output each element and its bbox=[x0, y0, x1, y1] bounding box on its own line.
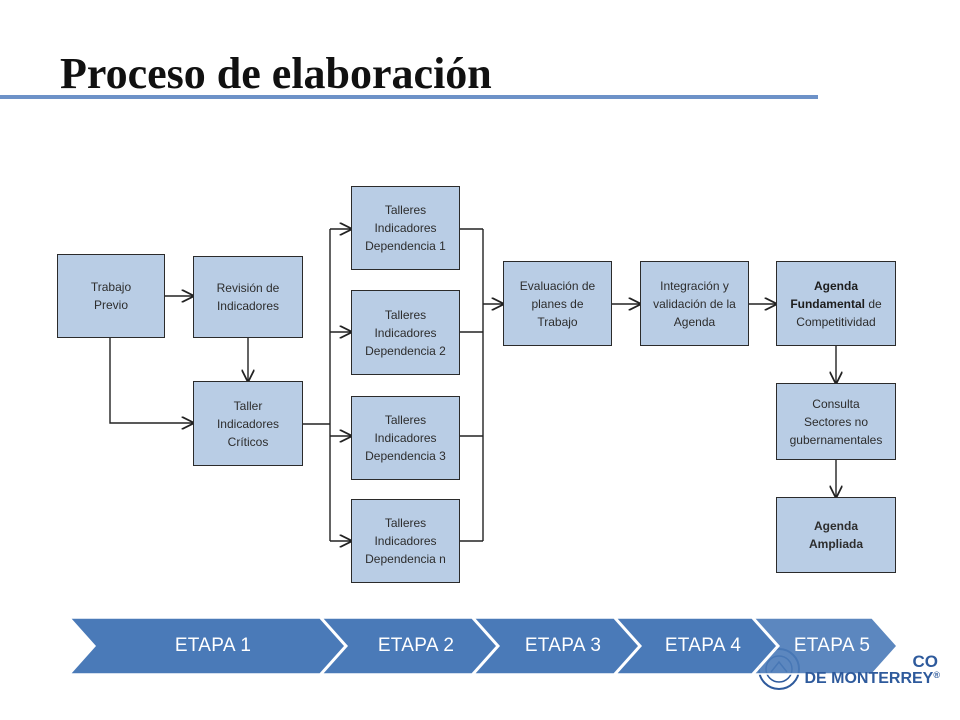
node-talleres-dependencia-n: Talleres Indicadores Dependencia n bbox=[351, 499, 460, 583]
node-trabajo-previo: Trabajo Previo bbox=[57, 254, 165, 338]
stage-chevron-1 bbox=[68, 617, 347, 675]
stage-label-5: ETAPA 5 bbox=[793, 635, 871, 656]
node-talleres-dependencia-3: Talleres Indicadores Dependencia 3 bbox=[351, 396, 460, 480]
node-evaluacion-planes: Evaluación de planes de Trabajo bbox=[503, 261, 612, 346]
stage-chevron-2 bbox=[320, 617, 499, 675]
stage-label-1: ETAPA 1 bbox=[174, 635, 252, 656]
logo-text-top: CO bbox=[912, 652, 939, 671]
node-talleres-dependencia-2: Talleres Indicadores Dependencia 2 bbox=[351, 290, 460, 375]
node-integracion-validacion: Integración y validación de la Agenda bbox=[640, 261, 749, 346]
page-title: Proceso de elaboración bbox=[60, 49, 492, 98]
stage-label-4: ETAPA 4 bbox=[664, 635, 742, 656]
title-underline bbox=[0, 95, 818, 99]
node-talleres-dependencia-1: Talleres Indicadores Dependencia 1 bbox=[351, 186, 460, 270]
node-consulta-sectores: Consulta Sectores no gubernamentales bbox=[776, 383, 896, 460]
stage-chevron-4 bbox=[614, 617, 779, 675]
node-revision-indicadores: Revisión de Indicadores bbox=[193, 256, 303, 338]
stage-label-2: ETAPA 2 bbox=[377, 635, 455, 656]
logo-text-bottom: DE MONTERREY® bbox=[804, 670, 940, 687]
arrow-previo-taller bbox=[109, 338, 193, 423]
node-agenda-ampliada: Agenda Ampliada bbox=[776, 497, 896, 573]
stage-label-3: ETAPA 3 bbox=[524, 635, 602, 656]
stage-chevron-5 bbox=[752, 617, 899, 675]
stage-chevron-3 bbox=[472, 617, 641, 675]
node-agenda-fundamental: Agenda Fundamental de Competitividad bbox=[776, 261, 896, 346]
node-taller-indicadores-criticos: Taller Indicadores Críticos bbox=[193, 381, 303, 466]
